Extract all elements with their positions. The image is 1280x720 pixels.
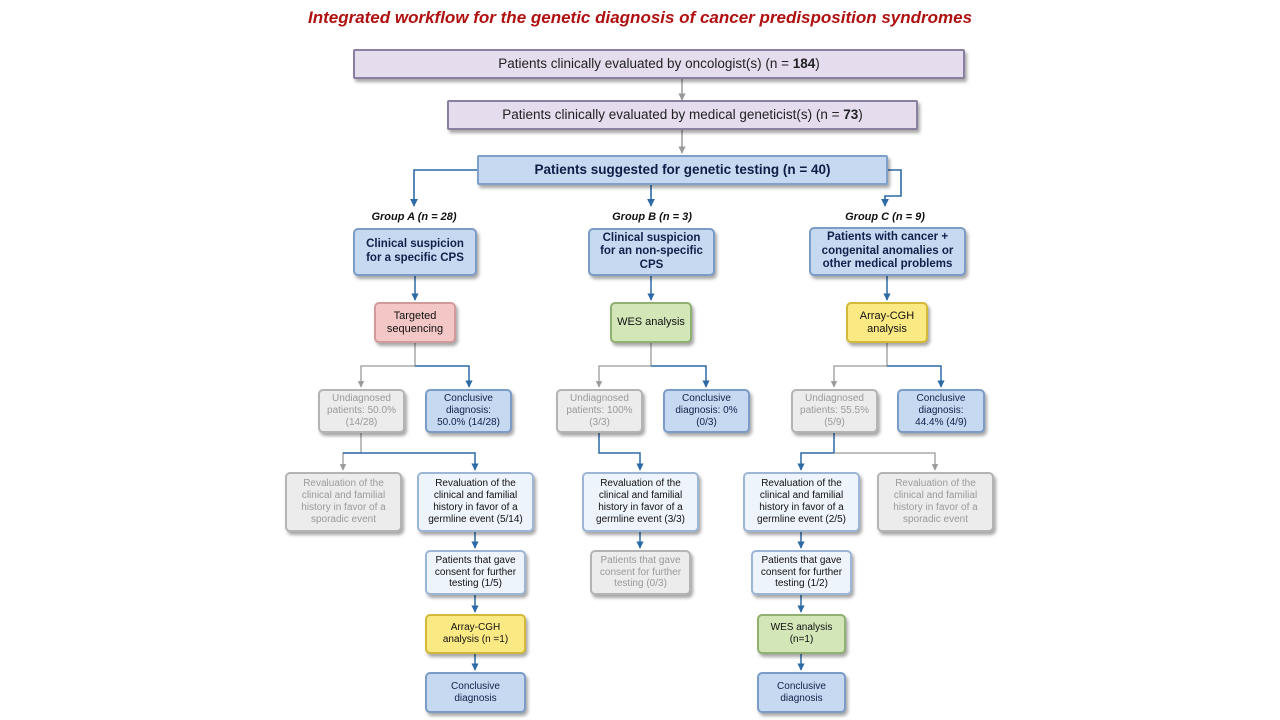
group-b-consent: Patients that gave consent for further t… [590,550,691,595]
group-c-sporadic: Revaluation of the clinical and familial… [877,472,994,532]
group-c-consent: Patients that gave consent for further t… [751,550,852,595]
connector-c-test-split [830,343,888,388]
group-a-label: Group A (n = 28) [371,211,457,223]
connector-c-undiag-split [797,433,835,471]
group-b-germline: Revaluation of the clinical and familial… [582,472,699,532]
group-a-undiagnosed: Undiagnosed patients: 50.0% (14/28) [318,389,405,433]
group-c-conclusive: Conclusive diagnosis: 44.4% (4/9) [897,389,985,433]
connector-b-undiag-germline [598,433,644,471]
group-b-undiagnosed: Undiagnosed patients: 100% (3/3) [556,389,643,433]
group-b-conclusive: Conclusive diagnosis: 0% (0/3) [663,389,750,433]
group-a-further-test: Array-CGH analysis (n =1) [425,614,526,654]
connector-b-test-conclusive [651,365,710,388]
connector-a-test-conclusive [415,365,473,388]
group-a-germline: Revaluation of the clinical and familial… [417,472,534,532]
group-a-consent: Patients that gave consent for further t… [425,550,526,595]
node-geneticist-text: Patients clinically evaluated by medical… [502,107,844,123]
group-c-label: Group C (n = 9) [845,211,925,223]
node-oncologist-text: Patients clinically evaluated by oncolog… [498,56,793,72]
connector-to-group-c [881,169,902,207]
node-suggested: Patients suggested for genetic testing (… [477,155,888,185]
node-oncologist-count: 184 [792,56,816,72]
group-a-sporadic: Revaluation of the clinical and familial… [285,472,402,532]
group-a-suspicion: Clinical suspicion for a specific CPS [353,228,477,276]
connector-c-undiag-sporadic [834,452,939,471]
group-a-final-diagnosis: Conclusive diagnosis [425,672,526,713]
connector-a-undiag-germline [343,452,479,471]
connector-a-undiag-split [339,433,362,471]
group-b-suspicion: Clinical suspicion for an non-specific C… [588,228,715,276]
group-c-suspicion: Patients with cancer + congenital anomal… [809,227,966,276]
group-a-conclusive: Conclusive diagnosis: 50.0% (14/28) [425,389,512,433]
group-c-further-test: WES analysis (n=1) [757,614,846,654]
node-oncologist: Patients clinically evaluated by oncolog… [353,49,965,79]
connector-b-test-split [595,343,652,388]
group-c-germline: Revaluation of the clinical and familial… [743,472,860,532]
group-c-final-diagnosis: Conclusive diagnosis [757,672,846,713]
node-geneticist-close: ) [858,107,863,123]
group-b-test: WES analysis [610,302,692,343]
node-oncologist-close: ) [815,56,820,72]
group-c-test: Array-CGH analysis [846,302,928,343]
group-a-test: Targeted sequencing [374,302,456,343]
connector-to-group-a [410,169,477,207]
group-c-undiagnosed: Undiagnosed patients: 55.5% (5/9) [791,389,878,433]
diagram-title: Integrated workflow for the genetic diag… [307,8,973,27]
group-b-label: Group B (n = 3) [612,211,692,223]
node-geneticist: Patients clinically evaluated by medical… [447,100,918,130]
node-geneticist-count: 73 [843,107,859,123]
connector-c-test-conclusive [887,365,945,388]
connector-a-test-split [357,343,416,388]
